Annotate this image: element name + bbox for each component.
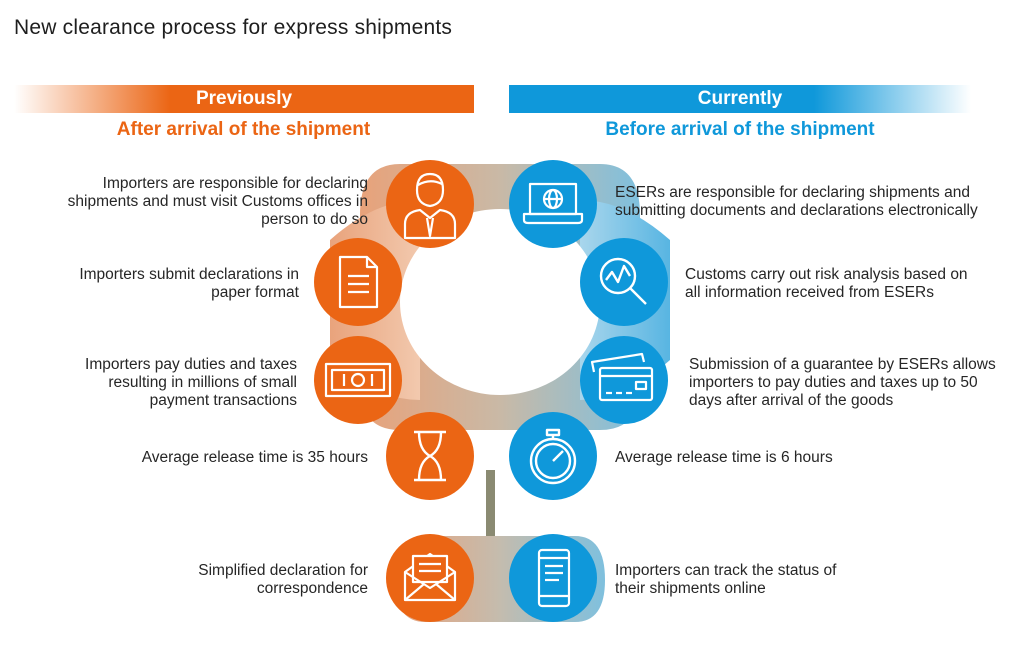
right-item-text-1: ESERs are responsible for declaring ship… — [615, 184, 978, 219]
hourglass-icon — [414, 430, 446, 482]
envelope-circle — [386, 534, 474, 622]
hourglass-circle — [386, 412, 474, 500]
stopwatch-circle — [509, 412, 597, 500]
credit-cards-circle — [580, 336, 668, 424]
left-item-text-3: Importers pay duties and taxes resulting… — [85, 356, 297, 409]
right-item-text-4: Average release time is 6 hours — [615, 449, 833, 466]
laptop-globe-icon — [522, 182, 584, 225]
magnifier-circle — [580, 238, 668, 326]
banknote-circle — [314, 336, 402, 424]
magnifier-chart-icon — [599, 257, 647, 305]
currently-band: Currently — [509, 85, 971, 113]
previously-subheading: After arrival of the shipment — [116, 119, 371, 140]
paper-document-icon — [338, 255, 379, 309]
left-item-text-4: Average release time is 35 hours — [141, 449, 368, 466]
right-item-text-5: Importers can track the status of their … — [615, 562, 837, 597]
right-item-text-3: Submission of a guarantee by ESERs allow… — [689, 356, 996, 409]
stopwatch-icon — [529, 428, 577, 485]
right-item-text-2: Customs carry out risk analysis based on… — [685, 266, 968, 301]
person-icon — [403, 172, 457, 240]
paper-document-circle — [314, 238, 402, 326]
laptop-circle — [509, 160, 597, 248]
left-item-text-2: Importers submit declarations in paper f… — [79, 266, 299, 301]
credit-cards-icon — [590, 352, 654, 402]
vertical-connector — [486, 470, 495, 540]
smartphone-icon — [537, 548, 571, 608]
currently-subheading: Before arrival of the shipment — [605, 119, 875, 140]
left-item-text-5: Simplified declaration for correspondenc… — [198, 562, 368, 597]
banknote-icon — [324, 362, 392, 398]
page-title: New clearance process for express shipme… — [14, 16, 453, 39]
envelope-letter-icon — [403, 552, 457, 602]
previously-label: Previously — [195, 88, 293, 109]
person-circle — [386, 160, 474, 248]
currently-label: Currently — [697, 88, 783, 109]
left-item-text-1: Importers are responsible for declaring … — [67, 175, 368, 228]
previously-band: Previously — [14, 85, 474, 113]
smartphone-circle — [509, 534, 597, 622]
